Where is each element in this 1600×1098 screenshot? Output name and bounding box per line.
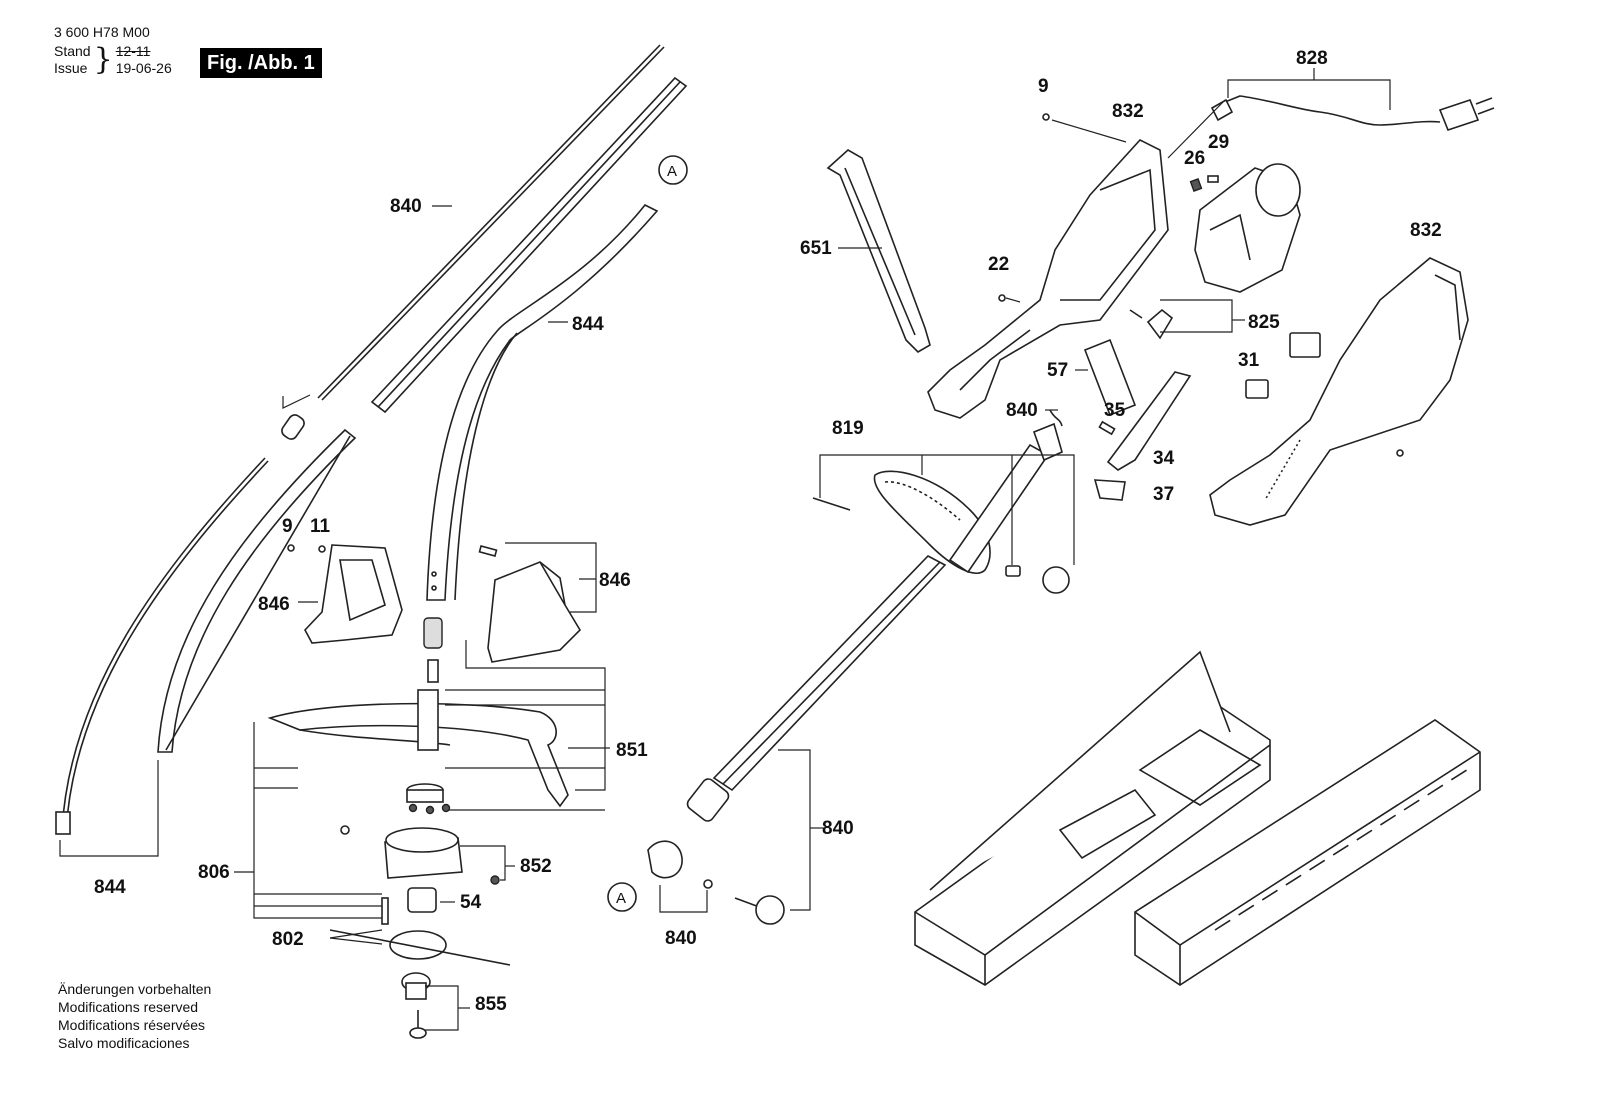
small-parts-31 [1245,332,1321,399]
cutting-guard [267,640,606,811]
label-ref-a-bottom: A [616,890,626,907]
issue-value: 19-06-26 [115,60,172,76]
label-819: 819 [832,418,864,439]
note-es: Salvo modificaciones [58,1035,190,1051]
label-828: 828 [1296,48,1328,69]
label-9-left: 9 [282,516,293,537]
switch-parts [1045,299,1245,501]
document-id: 3 600 H78 M00 [54,24,150,40]
note-en: Modifications reserved [58,999,199,1015]
label-852: 852 [520,856,552,877]
label-832-left: 832 [1112,101,1144,122]
packaging-box-closed [1134,719,1481,986]
label-825: 825 [1248,312,1280,333]
guard-cover-left [287,544,403,644]
motor-and-cable [1167,68,1495,293]
label-26: 26 [1184,148,1205,169]
figure-badge: Fig. /Abb. 1 [200,48,322,78]
label-54: 54 [460,892,482,913]
label-37: 37 [1153,484,1174,505]
label-844-mid: 844 [572,314,604,335]
housing-left-half [927,113,1169,419]
stand-issue-block: Stand Issue } 12-11 19-06-26 [54,43,172,77]
note-de: Änderungen vorbehalten [58,981,212,997]
label-851: 851 [616,740,648,761]
label-806: 806 [198,862,230,883]
spool-assembly [329,783,511,1039]
label-651: 651 [800,238,832,259]
packaging-box-open [914,650,1271,986]
label-840-clamp: 840 [665,928,697,949]
guard-cover-right [478,542,597,663]
housing-right-half [1209,257,1469,526]
label-ref-a-top: A [667,163,677,180]
stand-value: 12-11 [115,43,151,59]
label-34: 34 [1153,448,1175,469]
label-802: 802 [272,929,304,950]
label-29: 29 [1208,132,1229,153]
note-fr: Modifications réservées [58,1017,206,1033]
shoulder-strap [826,149,931,354]
brace-icon: } [93,42,113,77]
label-832-right: 832 [1410,220,1442,241]
label-840-top: 840 [390,196,422,217]
issue-label: Issue [54,60,88,76]
label-31: 31 [1238,350,1260,371]
label-846-left: 846 [258,594,290,615]
upper-shaft-parts [281,44,688,440]
label-855: 855 [475,994,507,1015]
label-22: 22 [988,254,1009,275]
label-11: 11 [310,516,331,537]
curved-drive-shaft [423,155,688,683]
label-840-shaft: 840 [822,818,854,839]
loop-handle-and-shaft [607,422,1075,925]
stand-label: Stand [54,43,91,59]
part-labels: 840 844 844 9 11 846 846 851 806 852 54 … [94,48,1442,1015]
leader-lines-left [234,205,610,1031]
label-844-bottom: 844 [94,877,126,898]
label-846-right: 846 [599,570,631,591]
modifications-note: Änderungen vorbehalten Modifications res… [58,980,211,1052]
label-9-top: 9 [1038,76,1049,97]
label-840-spring: 840 [1006,400,1038,421]
label-57: 57 [1047,360,1068,381]
document-header: 3 600 H78 M00 Stand Issue } 12-11 19-06-… [54,24,172,77]
lower-curved-shaft-parts [55,428,357,857]
label-35: 35 [1104,400,1126,421]
